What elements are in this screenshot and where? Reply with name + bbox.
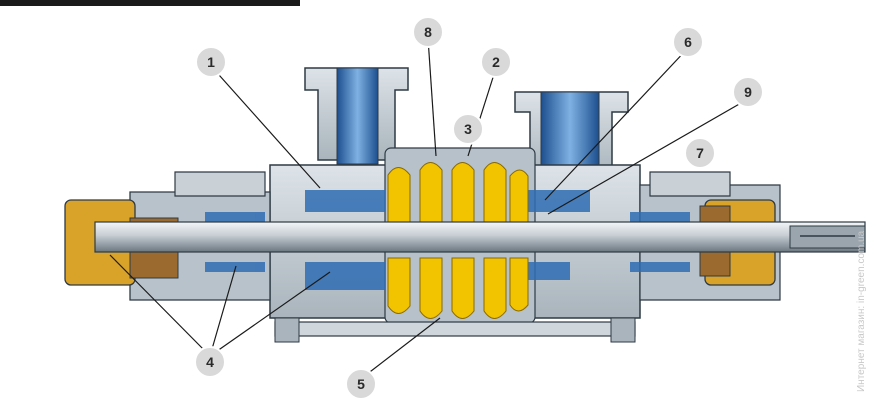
flow-channels: [205, 190, 690, 290]
callout-3: 3: [452, 113, 484, 145]
svg-text:6: 6: [684, 34, 692, 50]
callout-2: 2: [480, 46, 512, 78]
svg-text:7: 7: [696, 145, 704, 161]
svg-text:5: 5: [357, 376, 365, 392]
leader-lines: [109, 37, 749, 379]
svg-text:8: 8: [424, 24, 432, 40]
pump-shaft: [94, 221, 866, 253]
callout-1: 1: [195, 46, 227, 78]
svg-text:3: 3: [464, 121, 472, 137]
svg-text:4: 4: [206, 354, 214, 370]
callout-8: 8: [412, 16, 444, 48]
callout-9: 9: [732, 76, 764, 108]
callout-6: 6: [672, 26, 704, 58]
callout-5: 5: [345, 368, 377, 400]
svg-text:2: 2: [492, 54, 500, 70]
svg-text:1: 1: [207, 54, 215, 70]
impellers: [387, 162, 529, 319]
cropped-heading: [0, 0, 300, 6]
callout-4: 4: [194, 346, 226, 378]
callout-7: 7: [684, 137, 716, 169]
watermark-text: Интернет магазин: in-green.com.ua: [856, 230, 867, 392]
svg-text:9: 9: [744, 84, 752, 100]
